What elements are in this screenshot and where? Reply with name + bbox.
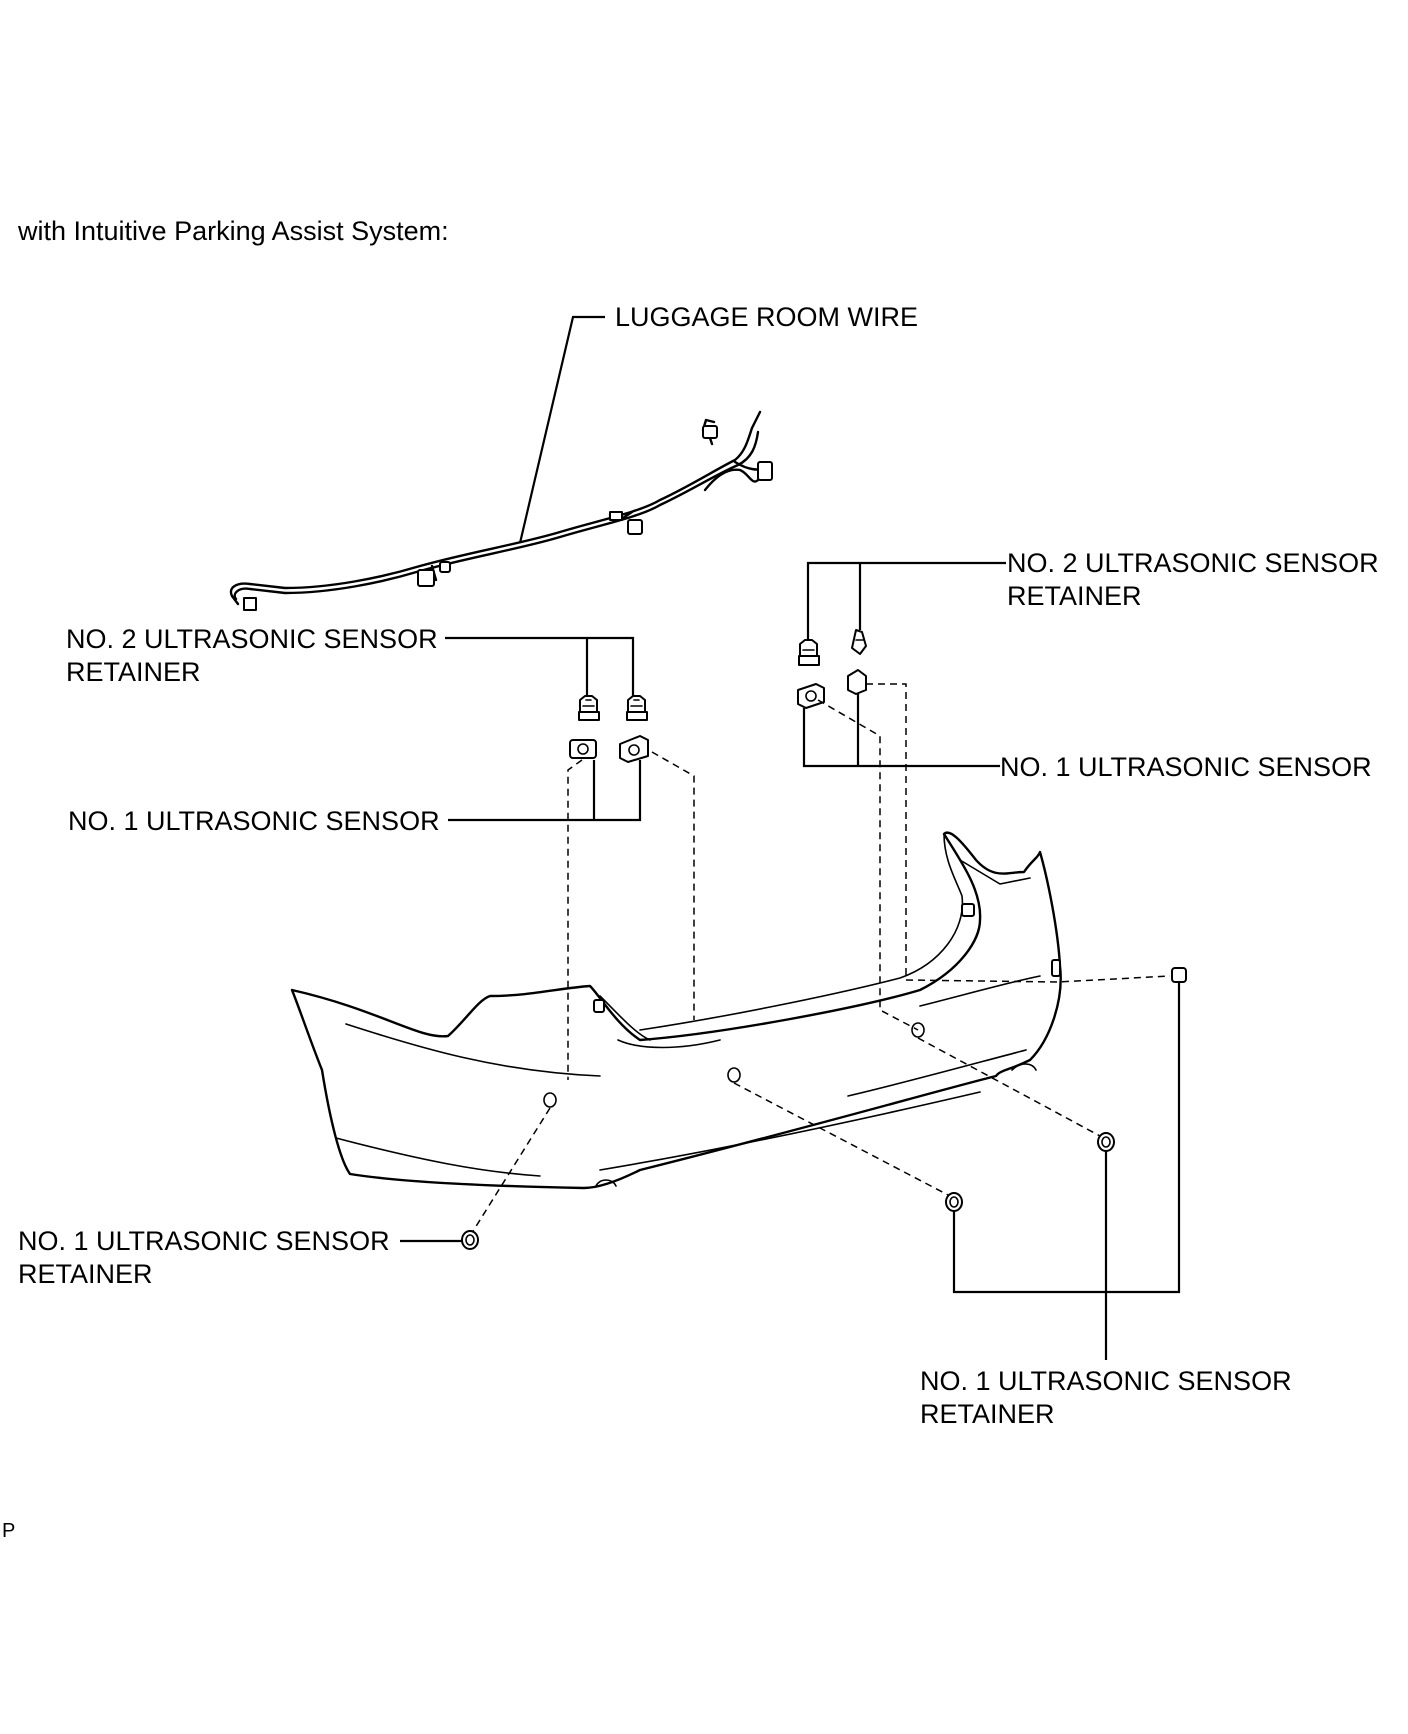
rear-bumper-cover (290, 831, 1062, 1190)
no1-retainer-c (1097, 1132, 1115, 1152)
leader-no1-retainer-bottom (952, 982, 1181, 1360)
leader-luggage-wire (518, 315, 605, 544)
leader-no1-sensor-left (448, 760, 642, 822)
figure-code: P (2, 1520, 15, 1542)
label-no1-retainer-bottom-2: RETAINER (920, 1399, 1055, 1429)
no1-retainer-d (1171, 967, 1187, 983)
no2-retainer-left-b (626, 695, 648, 721)
label-no2-retainer-right-1: NO. 2 ULTRASONIC SENSOR (1007, 548, 1379, 578)
leader-no2-retainer-left (445, 636, 635, 696)
no1-sensor-right-b (847, 669, 867, 695)
label-no1-sensor-right: NO. 1 ULTRASONIC SENSOR (1000, 752, 1372, 782)
no2-retainer-right-b (851, 629, 867, 655)
no1-sensor-left-a (569, 739, 597, 759)
label-no2-retainer-left-2: RETAINER (66, 657, 201, 687)
no1-retainer-b (945, 1192, 963, 1212)
label-no1-retainer-bottom-1: NO. 1 ULTRASONIC SENSOR (920, 1366, 1292, 1396)
label-no2-retainer-left-1: NO. 2 ULTRASONIC SENSOR (66, 624, 438, 654)
label-luggage-room-wire: LUGGAGE ROOM WIRE (615, 302, 918, 332)
assembly-lines (469, 683, 1171, 1237)
leader-no1-sensor-right (802, 694, 1000, 768)
label-no1-retainer-left-2: RETAINER (18, 1259, 153, 1289)
leader-no2-retainer-right (806, 561, 1006, 640)
no1-retainer-a (461, 1230, 479, 1250)
luggage-room-wire (229, 410, 773, 611)
label-no1-sensor-left: NO. 1 ULTRASONIC SENSOR (68, 806, 440, 836)
no2-retainer-left-a (578, 695, 600, 721)
diagram-heading: with Intuitive Parking Assist System: (17, 216, 449, 246)
no1-sensor-right-a (797, 683, 825, 709)
label-no2-retainer-right-2: RETAINER (1007, 581, 1142, 611)
no1-sensor-left-b (619, 735, 649, 763)
label-no1-retainer-left-1: NO. 1 ULTRASONIC SENSOR (18, 1226, 390, 1256)
no2-retainer-right-a (798, 639, 820, 666)
